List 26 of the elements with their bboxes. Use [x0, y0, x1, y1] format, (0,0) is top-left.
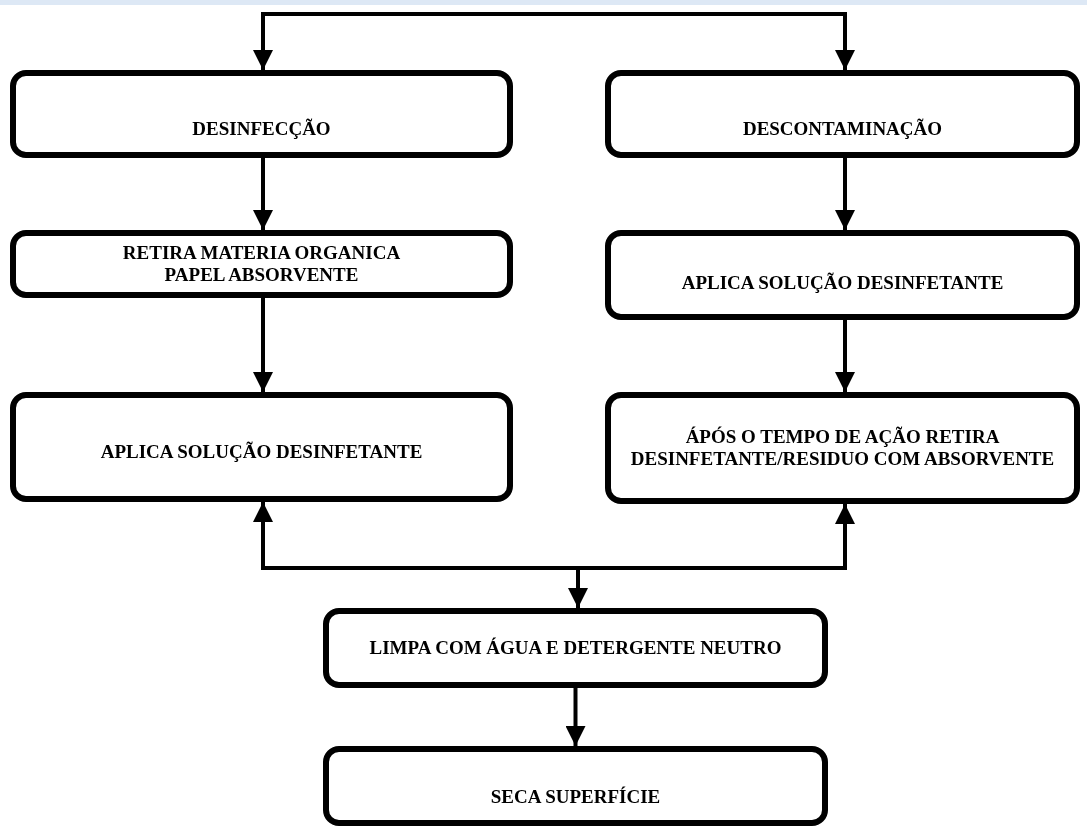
process-box: [605, 392, 1080, 504]
process-box: [10, 392, 513, 502]
step-text: SECA SUPERFÍCIE: [489, 786, 662, 808]
step-text: APLICA SOLUÇÃO DESINFETANTE: [680, 272, 1005, 294]
process-box: [323, 746, 828, 826]
step-text: DESCONTAMINAÇÃO: [741, 118, 944, 140]
arrow: [835, 158, 855, 230]
arrow: [420, 12, 855, 70]
process-box: [10, 230, 513, 298]
arrow: [253, 158, 273, 230]
process-box: [10, 70, 513, 158]
step-text: LIMPA COM ÁGUA E DETERGENTE NEUTRO: [368, 637, 783, 659]
process-box: [605, 230, 1080, 320]
arrow: [253, 12, 420, 70]
arrow: [568, 568, 588, 608]
arrow: [835, 320, 855, 392]
arrow: [253, 298, 273, 392]
step-text: RETIRA MATERIA ORGANICA PAPEL ABSORVENTE: [121, 242, 402, 286]
arrow: [578, 504, 855, 570]
step-text: DESINFECÇÃO: [191, 118, 332, 140]
arrow: [565, 688, 586, 746]
step-text: APLICA SOLUÇÃO DESINFETANTE: [99, 441, 424, 463]
process-box: [605, 70, 1080, 158]
arrow: [253, 502, 578, 570]
process-box: [323, 608, 828, 688]
step-text: ÁPÓS O TEMPO DE AÇÃO RETIRA DESINFETANTE/RESIDUO COM ABSORVENTE: [629, 426, 1056, 470]
